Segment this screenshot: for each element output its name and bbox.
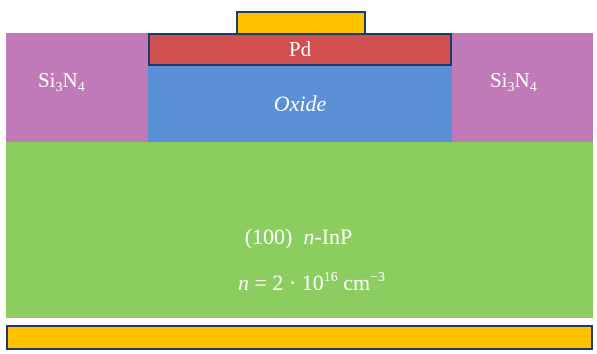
silicon-nitride-left: Si3N4 <box>6 33 148 142</box>
top-gate-contact <box>236 11 366 33</box>
sin-left-label: Si3N4 <box>38 68 85 95</box>
inp-substrate: (100) n-InP n = 2 · 1016 cm−3 <box>6 142 593 318</box>
doping-concentration-label: n = 2 · 1016 cm−3 <box>237 270 386 295</box>
palladium-layer: Pd <box>148 33 452 66</box>
oxide-label: Oxide <box>273 91 327 116</box>
oxide-layer: Oxide <box>148 66 452 142</box>
sin-right-label: Si3N4 <box>490 68 537 95</box>
pd-label: Pd <box>288 37 312 61</box>
silicon-nitride-right: Si3N4 <box>452 33 593 142</box>
bottom-ohmic-contact <box>6 325 593 350</box>
substrate-material-label: (100) n-InP <box>244 224 353 249</box>
